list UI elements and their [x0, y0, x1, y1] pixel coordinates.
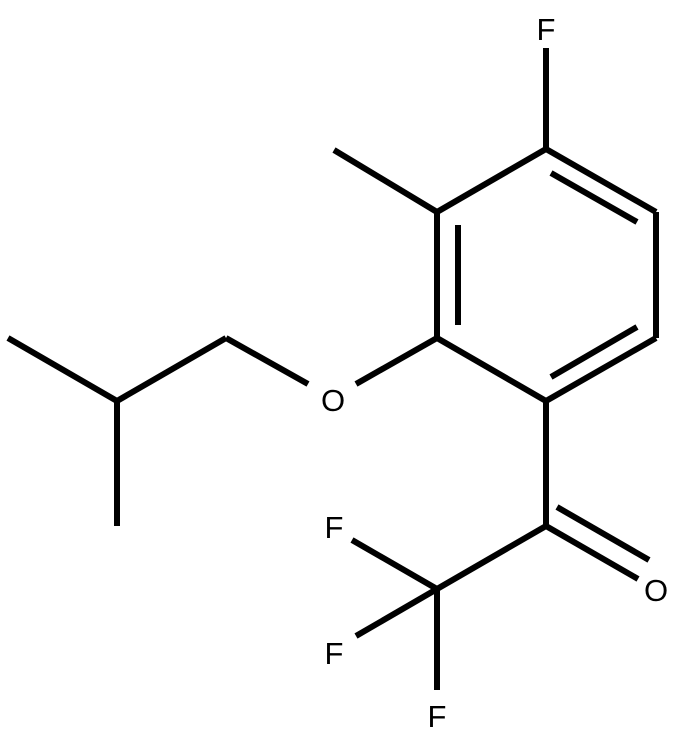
bond-ch-ch3-a — [6, 335, 119, 404]
bond-carbonyl-o-2 — [555, 504, 651, 563]
bond-carbonyl-o-1 — [544, 523, 640, 582]
atom-label-o-carbonyl: O — [644, 573, 668, 608]
bond-cf3-f1 — [350, 537, 439, 592]
atom-label-f-cf3-3: F — [428, 699, 447, 734]
bond-ring-c1-c2-inner — [549, 170, 639, 225]
bond-ring-c4-c5 — [435, 335, 548, 404]
bond-c5-o — [354, 335, 439, 387]
bond-ring-c6-c1 — [435, 146, 548, 215]
bond-cf3-f2 — [354, 586, 439, 639]
bond-ch2-ch — [115, 335, 228, 404]
bond-ring-c1-c2 — [544, 146, 658, 215]
atom-label-f-cf3-1: F — [325, 510, 344, 545]
bond-ring-c3-c4-inner — [549, 324, 639, 380]
bond-methyl — [332, 147, 439, 215]
atom-label-o-ether: O — [321, 383, 345, 418]
bond-o-ch2 — [224, 335, 310, 387]
bond-ring-c3-c4 — [544, 335, 658, 404]
bond-carbonyl-cf3 — [435, 523, 548, 592]
atom-label-f-top: F — [537, 12, 556, 47]
atom-label-f-cf3-2: F — [325, 636, 344, 671]
